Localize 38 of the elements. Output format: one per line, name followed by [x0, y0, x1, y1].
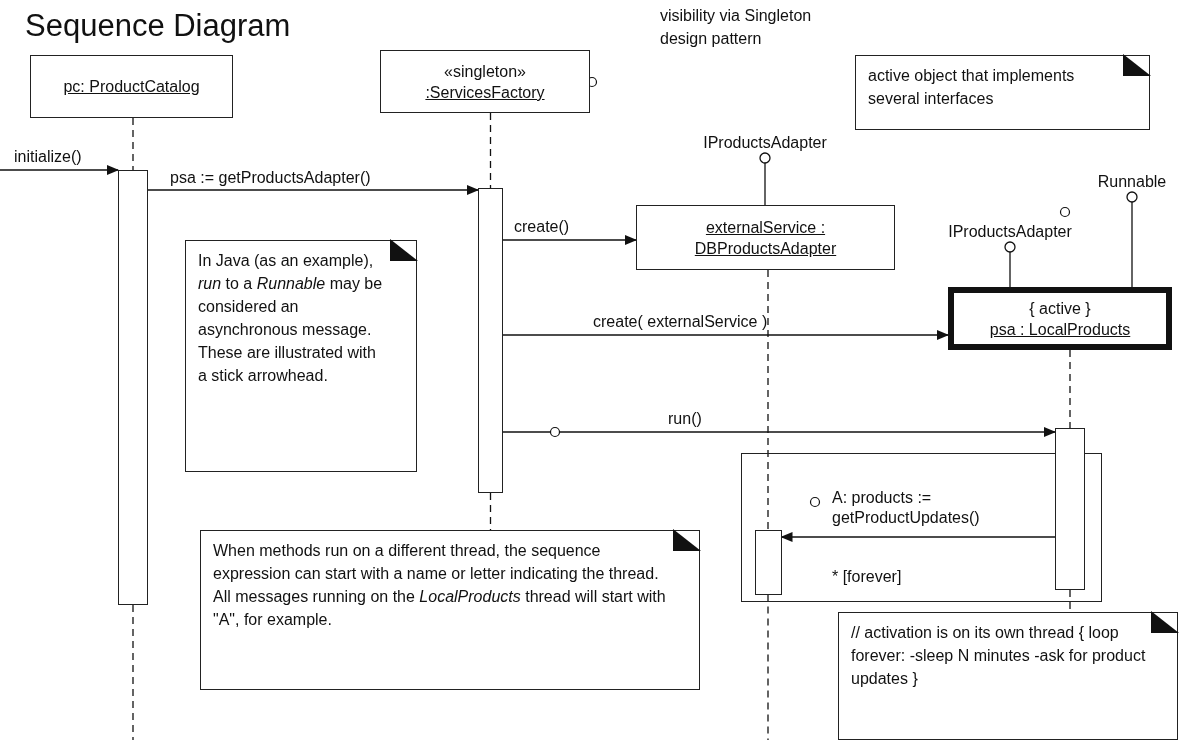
lifeline — [132, 604, 134, 741]
message-label: run() — [668, 409, 702, 429]
note-box: When methods run on a different thread, the sequence expression can start with a name or letter indicating the thread. All messages running on the LocalProducts thread will start with "A", for example. — [200, 530, 700, 690]
message-arrow — [502, 330, 949, 340]
message-label: create() — [514, 217, 570, 237]
activation-bar — [754, 529, 782, 595]
object-box: «singleton» :ServicesFactory — [380, 50, 590, 113]
message-arrow — [780, 532, 1056, 542]
annotation-text: visibility via Singleton design pattern — [660, 6, 813, 49]
interface-lollipop — [759, 152, 771, 206]
interface-lollipop — [1004, 241, 1016, 288]
lifeline — [1069, 349, 1071, 429]
active-object-box: { active } psa : LocalProducts — [948, 287, 1172, 350]
activation-bar — [118, 170, 148, 605]
object-box: externalService : DBProductsAdapter — [636, 205, 895, 270]
message-label: create( externalService ) — [593, 312, 768, 332]
lifeline — [767, 269, 769, 531]
activation-bar — [1055, 428, 1085, 590]
message-arrow — [502, 427, 1056, 437]
message-label: psa := getProductsAdapter() — [170, 168, 371, 188]
message-label: initialize() — [14, 147, 82, 167]
interface-label: IProductsAdapter — [948, 222, 1072, 242]
interface-lollipop — [1126, 191, 1138, 288]
interface-label: Runnable — [1097, 172, 1167, 192]
message-arrow — [502, 235, 637, 245]
message-label: A: products := getProductUpdates() — [832, 488, 981, 528]
note-box: // activation is on its own thread { loop forever: -sleep N minutes -ask for product updates } — [838, 612, 1178, 740]
object-box: pc: ProductCatalog — [30, 55, 233, 118]
note-box: active object that implements several interfaces — [855, 55, 1150, 130]
note-box: In Java (as an example), run to a Runnable may be considered an asynchronous message. These are illustrated with a stick arrowhead. — [185, 240, 417, 472]
lifeline — [132, 117, 134, 171]
activation-bar — [478, 188, 503, 493]
lifeline — [489, 112, 492, 189]
lifeline — [767, 593, 769, 741]
interface-label: IProductsAdapter — [703, 133, 827, 153]
message-arrow — [147, 185, 479, 195]
diagram-title: Sequence Diagram — [25, 8, 291, 44]
message-arrow — [0, 165, 119, 175]
